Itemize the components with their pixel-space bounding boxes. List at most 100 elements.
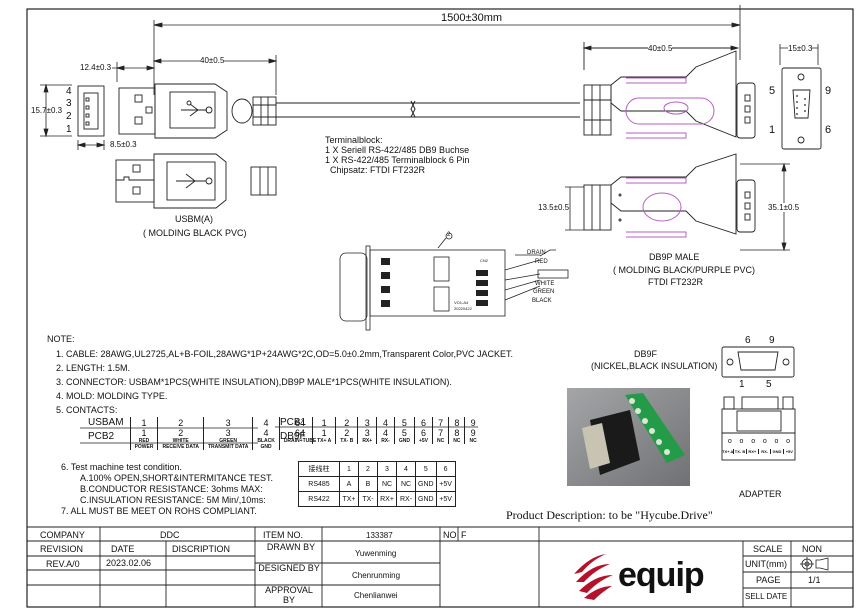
note-item: 1. CABLE: 28AWG,UL2725,AL+B-FOIL,28AWG*1… xyxy=(56,349,514,359)
test-item: C.INSULATION RESISTANCE: 5M Min/,10ms: xyxy=(80,495,266,505)
contact-func xyxy=(278,444,321,450)
contacts-row-label: DB9F xyxy=(280,430,306,442)
drawn-by-value: Yuwenming xyxy=(355,549,397,558)
db9f-pin-9: 9 xyxy=(769,335,775,346)
screw-terminal-icon: o xyxy=(762,438,767,445)
terminalblock-line: Chipsatz: FTDI FT232R xyxy=(330,165,426,175)
usb-pin-1: 1 xyxy=(66,124,72,135)
unit-label: UNIT(mm) xyxy=(745,559,787,569)
db9-connector-bottom xyxy=(583,153,756,235)
db9f-insulation: (NICKEL,BLACK INSULATION) xyxy=(591,361,718,371)
usb-tip-dim: 12.4±0.3 xyxy=(80,63,112,72)
screw-terminal-icon: o xyxy=(751,438,756,445)
revision-value: REV.A/0 xyxy=(46,559,80,569)
drawing-frame xyxy=(26,8,854,608)
overall-length-dimension xyxy=(153,5,741,95)
contact-cell: 2 xyxy=(335,417,358,428)
description-label: DISCRIPTION xyxy=(172,544,231,554)
product-description: Product Description: to be "Hycube.Drive… xyxy=(506,508,713,522)
usb-face-view xyxy=(77,85,105,137)
contact-cell: 9 xyxy=(464,417,481,428)
usb-pin-2: 2 xyxy=(66,111,72,122)
usb-pin-4: 4 xyxy=(66,86,72,97)
date-label: DATE xyxy=(111,544,135,554)
contacts-row-label: PCB2 xyxy=(88,430,115,442)
approval-by-label: APPROVAL BY xyxy=(265,585,313,605)
db9f-face-view xyxy=(721,346,796,461)
db9-face-view xyxy=(781,67,822,150)
db9-pin-5: 5 xyxy=(769,85,776,97)
db9-purple-molding-top xyxy=(625,77,715,139)
wire-drain: DRAIN xyxy=(527,250,546,256)
contact-func: RECEIVE DATA xyxy=(157,444,204,450)
contact-func: GND xyxy=(252,444,280,450)
overall-length-label: 1500±30mm xyxy=(441,12,503,24)
scale-value: NON xyxy=(802,544,822,554)
note-item: 2. LENGTH: 1.5M. xyxy=(56,363,131,373)
pcb-silk-version: VO1-A4 xyxy=(454,300,469,305)
pcb-silk-cn2: CN2 xyxy=(480,258,489,263)
db9-pin-6: 6 xyxy=(825,124,832,136)
item-no-label: ITEM NO. xyxy=(263,530,303,540)
screw-terminal-icon: o xyxy=(774,438,779,445)
contact-cell: 4 xyxy=(376,417,395,428)
wire-green: GREEN xyxy=(533,289,555,295)
contact-cell: 3 xyxy=(202,417,253,428)
title-block-lines xyxy=(27,526,853,607)
terminalblock-text: Terminalblock: 1 X Seriell RS-422/485 DB… xyxy=(325,135,469,175)
adapter-pin: TX- B xyxy=(734,449,747,454)
item-no-value: 133387 xyxy=(366,531,393,540)
pcb-silk-date: 20220422 xyxy=(454,306,472,311)
terminalblock-line: 1 X RS-422/485 Terminalblock 6 Pin xyxy=(325,155,470,165)
contact-cell: 2 xyxy=(157,417,204,428)
contact-cell: 1 xyxy=(129,417,158,428)
db9f-pin-6: 6 xyxy=(745,335,751,346)
designed-by-value: Chenrunming xyxy=(352,571,401,580)
page-label: PAGE xyxy=(756,575,781,585)
notes-list: 1. CABLE: 28AWG,UL2725,AL+B-FOIL,28AWG*1… xyxy=(56,347,513,417)
wire-black: BLACK xyxy=(532,298,552,304)
db9-chip: FTDI FT232R xyxy=(648,277,704,287)
contact-cell: 5 xyxy=(393,417,415,428)
adapter-pin: +5V xyxy=(785,449,793,454)
terminalblock-line: Terminalblock: xyxy=(325,135,383,145)
db9f-pin-5: 5 xyxy=(766,379,772,390)
wire-red: RED xyxy=(535,259,548,265)
usb-width-dim: 15.7±0.3 xyxy=(31,106,63,115)
pcb-callout: 2 xyxy=(447,232,451,238)
company-value: DDC xyxy=(160,530,180,540)
note-item: 3. CONNECTOR: USBAM*1PCS(WHITE INSULATIO… xyxy=(56,377,452,387)
page-value: 1/1 xyxy=(808,575,821,585)
projection-symbol-icon xyxy=(800,557,829,571)
terminalblock-line: 1 X Seriell RS-422/485 DB9 Buchse xyxy=(325,145,470,155)
test-item: 7. ALL MUST BE MEET ON ROHS COMPLIANT. xyxy=(61,506,257,516)
test-item: A.100% OPEN,SHORT&INTERMITANCE TEST. xyxy=(80,473,274,483)
note-item: 4. MOLD: MOLDING TYPE. xyxy=(56,391,168,401)
adapter-pin: TX+ A xyxy=(722,449,735,454)
contact-cell: 7 xyxy=(431,417,449,428)
db9-purple-molding-bottom xyxy=(626,177,687,238)
equip-logo-flag-icon xyxy=(574,554,613,600)
test-item: B.CONDUCTOR RESISTANCE: 3ohms MAX: xyxy=(80,484,263,494)
usb-connector-bottom xyxy=(115,153,277,209)
contact-cell: 6 xyxy=(413,417,433,428)
approval-by-value: Chenlianwei xyxy=(354,591,398,600)
adapter-photo xyxy=(567,388,690,486)
pcb-drawing xyxy=(339,232,569,331)
cable xyxy=(276,100,580,118)
equip-logo-text: equip xyxy=(618,556,705,594)
adapter-pin-labels: TX+ A TX- B RX+ RX- GND +5V xyxy=(722,449,795,454)
